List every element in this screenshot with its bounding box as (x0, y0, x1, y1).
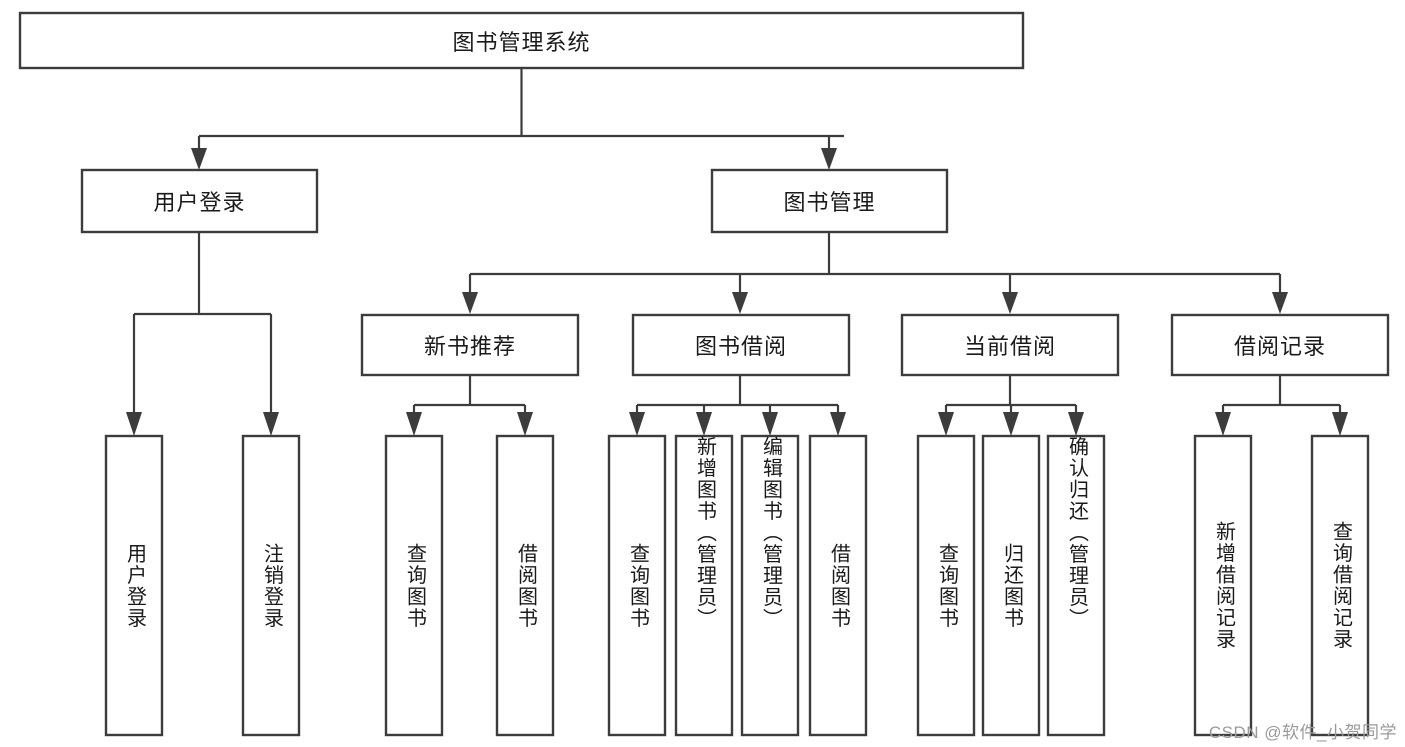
connector-group-new-book (406, 375, 533, 436)
node-book-manage[interactable] (710, 168, 949, 234)
node-new-book-recommend[interactable] (360, 313, 580, 377)
leaf-book-borrow-3[interactable] (808, 434, 868, 737)
leaf-current-borrow-2[interactable] (1046, 434, 1106, 737)
leaf-new-book-1[interactable] (495, 434, 555, 737)
connector-group-root (191, 68, 844, 170)
leaf-borrow-record-1[interactable] (1310, 434, 1370, 737)
connector-group-borrow-record (1215, 375, 1348, 436)
node-user-login[interactable] (80, 168, 319, 234)
leaf-current-borrow-1[interactable] (981, 434, 1041, 737)
node-book-borrow[interactable] (631, 313, 851, 377)
leaf-book-borrow-0[interactable] (607, 434, 667, 737)
node-current-borrow[interactable] (900, 313, 1120, 377)
leaf-user-login-0[interactable] (104, 434, 164, 737)
leaf-book-borrow-2[interactable] (740, 434, 800, 737)
connector-group-book-manage (462, 232, 1288, 314)
leaf-new-book-0[interactable] (384, 434, 444, 737)
leaf-user-login-1[interactable] (241, 434, 301, 737)
node-root[interactable] (18, 11, 1025, 70)
leaf-current-borrow-0[interactable] (916, 434, 976, 737)
node-borrow-record[interactable] (1170, 313, 1390, 377)
leaf-book-borrow-1[interactable] (674, 434, 734, 737)
connector-group-current-borrow (938, 375, 1084, 436)
connector-group-user-login (126, 232, 279, 436)
connector-group-book-borrow (629, 375, 846, 436)
csdn-watermark: CSDN @软件_小贺同学 (1208, 723, 1397, 742)
leaf-borrow-record-0[interactable] (1193, 434, 1253, 737)
